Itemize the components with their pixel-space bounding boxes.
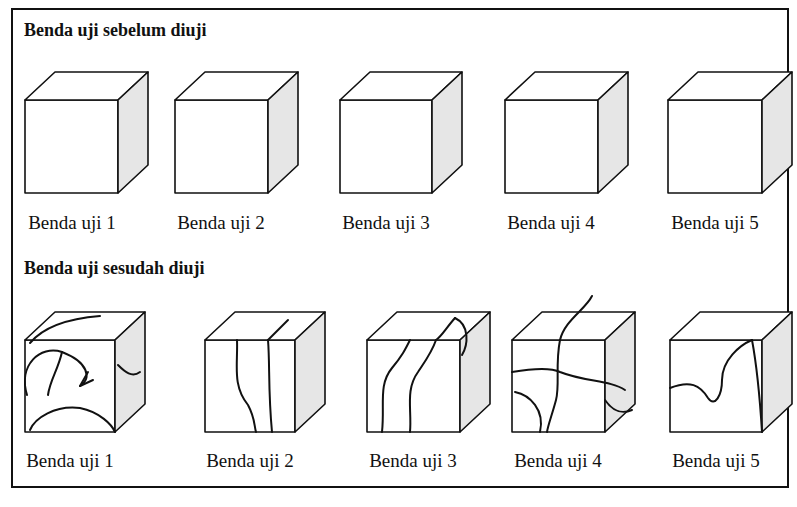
specimen-label: Benda uji 5 [672,450,760,472]
cube-face [668,100,762,193]
cube-face [205,340,295,432]
cube-face [115,312,145,432]
specimen-label: Benda uji 3 [342,212,430,234]
specimen-label: Benda uji 4 [507,212,595,234]
cube-face [340,100,432,193]
specimen-label: Benda uji 2 [177,212,265,234]
cube-face [598,72,628,193]
specimen-label: Benda uji 4 [514,450,602,472]
section-heading: Benda uji sesudah diuji [24,258,205,279]
crack-lines [25,296,762,432]
cube-face [432,72,462,193]
cube-face [762,312,792,432]
specimen-label: Benda uji 2 [206,450,294,472]
cube-face [505,100,598,193]
specimen-label: Benda uji 1 [26,450,114,472]
cube-face [268,72,298,193]
specimen-label: Benda uji 5 [671,212,759,234]
cube-face [762,72,792,193]
cube-group [25,72,792,432]
panel-border [12,9,788,487]
specimen-label: Benda uji 1 [28,212,116,234]
cube-face [605,312,635,432]
cube-face [175,100,268,193]
section-heading: Benda uji sebelum diuji [24,20,207,41]
cube-face [670,340,762,432]
cube-face [512,340,605,432]
cube-face [118,72,148,193]
cube-face [25,100,118,193]
specimen-label: Benda uji 3 [369,450,457,472]
cube-face [295,312,325,432]
cube-face [25,340,115,432]
cube-face [367,340,460,432]
